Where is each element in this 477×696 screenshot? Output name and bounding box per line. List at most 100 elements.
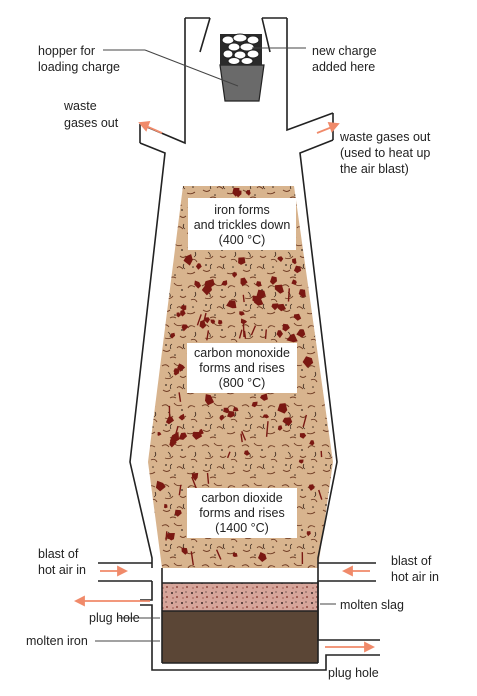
label-hopper-2: loading charge xyxy=(38,60,120,74)
ore-vein xyxy=(242,294,245,303)
ore-lump xyxy=(298,289,306,298)
label-plug-hole-top: plug hole xyxy=(89,611,140,625)
label-waste-right-2: (used to heat up xyxy=(340,146,430,160)
ore-vein xyxy=(196,314,202,326)
charge-rock xyxy=(233,50,247,60)
ore-lump xyxy=(282,323,290,332)
ore-lump xyxy=(178,432,188,440)
ore-lump xyxy=(293,265,302,274)
ore-lump xyxy=(206,282,212,288)
label-waste-right-1: waste gases out xyxy=(339,130,431,144)
label-new-charge-1: new charge xyxy=(312,44,377,58)
ore-lump xyxy=(205,394,215,406)
ore-lump xyxy=(240,277,248,286)
ore-lump xyxy=(302,356,314,368)
leader-lines xyxy=(95,47,336,642)
zone-iron: iron forms and trickles down (400 °C) xyxy=(188,198,296,250)
charge-rock xyxy=(232,33,248,43)
ore-lump xyxy=(262,414,270,419)
furnace-outline xyxy=(98,17,380,671)
ore-vein xyxy=(265,421,269,437)
ore-lump xyxy=(166,533,175,541)
ore-lump xyxy=(232,272,238,278)
ore-lump xyxy=(255,281,262,287)
ore-lump xyxy=(309,440,315,446)
ore-lump xyxy=(235,189,242,198)
ore-lump xyxy=(198,429,204,435)
ore-lump xyxy=(244,450,250,456)
zone-co-line-3: (800 °C) xyxy=(219,376,266,390)
ore-vein xyxy=(318,489,323,500)
ore-lump xyxy=(221,280,228,286)
ore-lump xyxy=(157,432,162,436)
ore-lump xyxy=(255,289,266,300)
ore-lump xyxy=(194,280,202,289)
ore-lump xyxy=(260,393,268,401)
label-blast-right-2: hot air in xyxy=(391,570,439,584)
label-waste-left-2: gases out xyxy=(64,116,119,130)
ore-lump xyxy=(277,256,284,262)
charge-rock xyxy=(227,57,241,65)
ore-vein xyxy=(190,551,194,566)
ore-vein xyxy=(201,312,207,329)
ore-lump xyxy=(210,319,216,325)
ore-lump xyxy=(252,295,260,304)
ore-vein xyxy=(243,330,247,339)
ore-lump xyxy=(223,407,230,414)
ore-vein xyxy=(206,330,210,341)
ore-lump xyxy=(218,319,223,325)
ore-vein xyxy=(178,392,182,402)
ore-lump xyxy=(181,547,188,555)
zone-co-line-1: carbon monoxide xyxy=(194,346,290,360)
label-waste-right-3: the air blast) xyxy=(340,162,409,176)
ore-lump xyxy=(232,552,238,557)
ore-lump xyxy=(180,309,186,317)
ore-vein xyxy=(250,325,257,336)
ore-lump xyxy=(292,258,297,265)
hopper xyxy=(219,64,265,102)
ore-lump xyxy=(277,303,286,312)
label-plug-hole-bottom: plug hole xyxy=(328,666,379,680)
ore-lump xyxy=(293,313,302,321)
ore-vein xyxy=(226,451,231,459)
ore-lump xyxy=(299,433,307,439)
ore-vein xyxy=(241,431,247,441)
ore-lump xyxy=(174,509,182,517)
gas-arrows xyxy=(73,120,376,653)
ore-vein xyxy=(240,433,243,443)
ore-lump xyxy=(277,403,288,414)
zone-co2-line-3: (1400 °C) xyxy=(215,521,269,535)
charge-rock xyxy=(246,49,260,59)
ore-lump xyxy=(270,276,277,285)
ore-lumps xyxy=(155,187,323,566)
ore-lump xyxy=(155,480,166,492)
ore-lump xyxy=(291,279,297,285)
ore-vein xyxy=(206,472,210,484)
ore-lump xyxy=(191,472,199,481)
ore-lump xyxy=(282,417,293,427)
charge-rock xyxy=(222,49,234,59)
ore-lump xyxy=(245,190,251,196)
label-molten-iron: molten iron xyxy=(26,634,88,648)
zone-co-line-2: forms and rises xyxy=(199,361,284,375)
ore-lump xyxy=(298,459,304,464)
ore-lump xyxy=(165,416,174,425)
ore-lump xyxy=(277,425,283,431)
ore-vein xyxy=(165,531,168,541)
zone-iron-line-1: iron forms xyxy=(214,203,270,217)
ore-lump xyxy=(240,318,248,325)
ore-vein xyxy=(173,425,179,440)
zone-iron-line-3: (400 °C) xyxy=(219,233,266,247)
ore-vein xyxy=(287,288,290,302)
ore-lump xyxy=(226,300,237,309)
ore-vein xyxy=(178,484,182,496)
ore-lump xyxy=(232,406,239,412)
ore-lump xyxy=(238,257,246,265)
ore-lump xyxy=(239,311,245,316)
ore-lump xyxy=(170,332,176,339)
ore-vein xyxy=(238,329,243,339)
label-blast-right-1: blast of xyxy=(391,554,432,568)
ore-lump xyxy=(164,503,168,509)
label-blast-left-2: hot air in xyxy=(38,563,86,577)
